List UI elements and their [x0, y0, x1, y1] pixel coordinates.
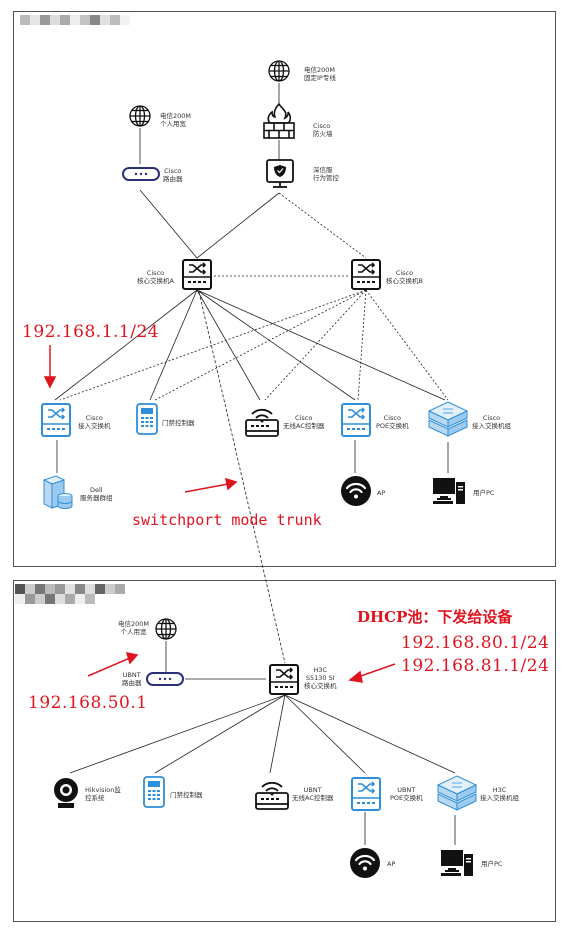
- ip-bottom-annotation: 192.168.50.1: [28, 693, 148, 713]
- wifi-ap-icon: [341, 476, 371, 506]
- dhcp-title-annotation: DHCP池：下发给设备: [357, 608, 513, 626]
- redacted-title-top: [20, 15, 130, 25]
- router-icon: [122, 167, 160, 181]
- wireless-controller-icon: [245, 408, 279, 437]
- poe-switch-icon: [351, 777, 381, 811]
- door-controller-icon: [143, 776, 165, 808]
- router-icon: [146, 672, 184, 686]
- line-icon: [278, 140, 280, 160]
- access-switch-icon: [41, 403, 71, 437]
- server-group-icon: [42, 475, 73, 509]
- core-switch-b-icon: [351, 259, 381, 290]
- switch-stack-icon: [427, 401, 469, 437]
- line-icon: [165, 641, 167, 673]
- switch-stack-icon: [436, 775, 478, 811]
- monitor-shield-icon: [266, 159, 294, 188]
- globe-icon: [129, 105, 151, 127]
- behavior-label: 深信服行为管控: [313, 166, 339, 182]
- line-icon: [139, 128, 141, 164]
- dhcp-80-annotation: 192.168.80.1/24: [401, 633, 550, 653]
- poe-switch-icon: [341, 403, 371, 437]
- camera-icon: [54, 778, 78, 808]
- user-pc-icon: [441, 850, 473, 876]
- door-controller-icon: [136, 403, 158, 435]
- dhcp-81-annotation: 192.168.81.1/24: [401, 656, 550, 676]
- wifi-ap-icon: [350, 848, 380, 878]
- trunk-annotation: switchport mode trunk: [132, 511, 322, 529]
- bottom-pc-label: 用户PC: [481, 860, 503, 868]
- core-switch-a-icon: [182, 259, 212, 290]
- bottom-door-label: 门禁控制器: [170, 791, 203, 799]
- wireless-controller-icon: [255, 781, 289, 810]
- globe-icon: [155, 618, 177, 640]
- camera-label: Hikvision监控系统: [85, 786, 121, 802]
- firewall-icon: [263, 102, 295, 139]
- bottom-ap-label: AP: [387, 860, 396, 868]
- top-network-panel: [13, 11, 556, 567]
- ip-top-annotation: 192.168.1.1/24: [22, 322, 160, 342]
- core-switch-icon: [269, 664, 299, 695]
- ap-label: AP: [377, 489, 386, 497]
- user-pc-icon: [433, 478, 465, 504]
- redacted-title-bottom: [15, 584, 125, 604]
- door-label: 门禁控制器: [162, 419, 195, 427]
- pc-label: 用户PC: [473, 489, 495, 497]
- line-icon: [278, 83, 280, 103]
- globe-icon: [268, 60, 290, 82]
